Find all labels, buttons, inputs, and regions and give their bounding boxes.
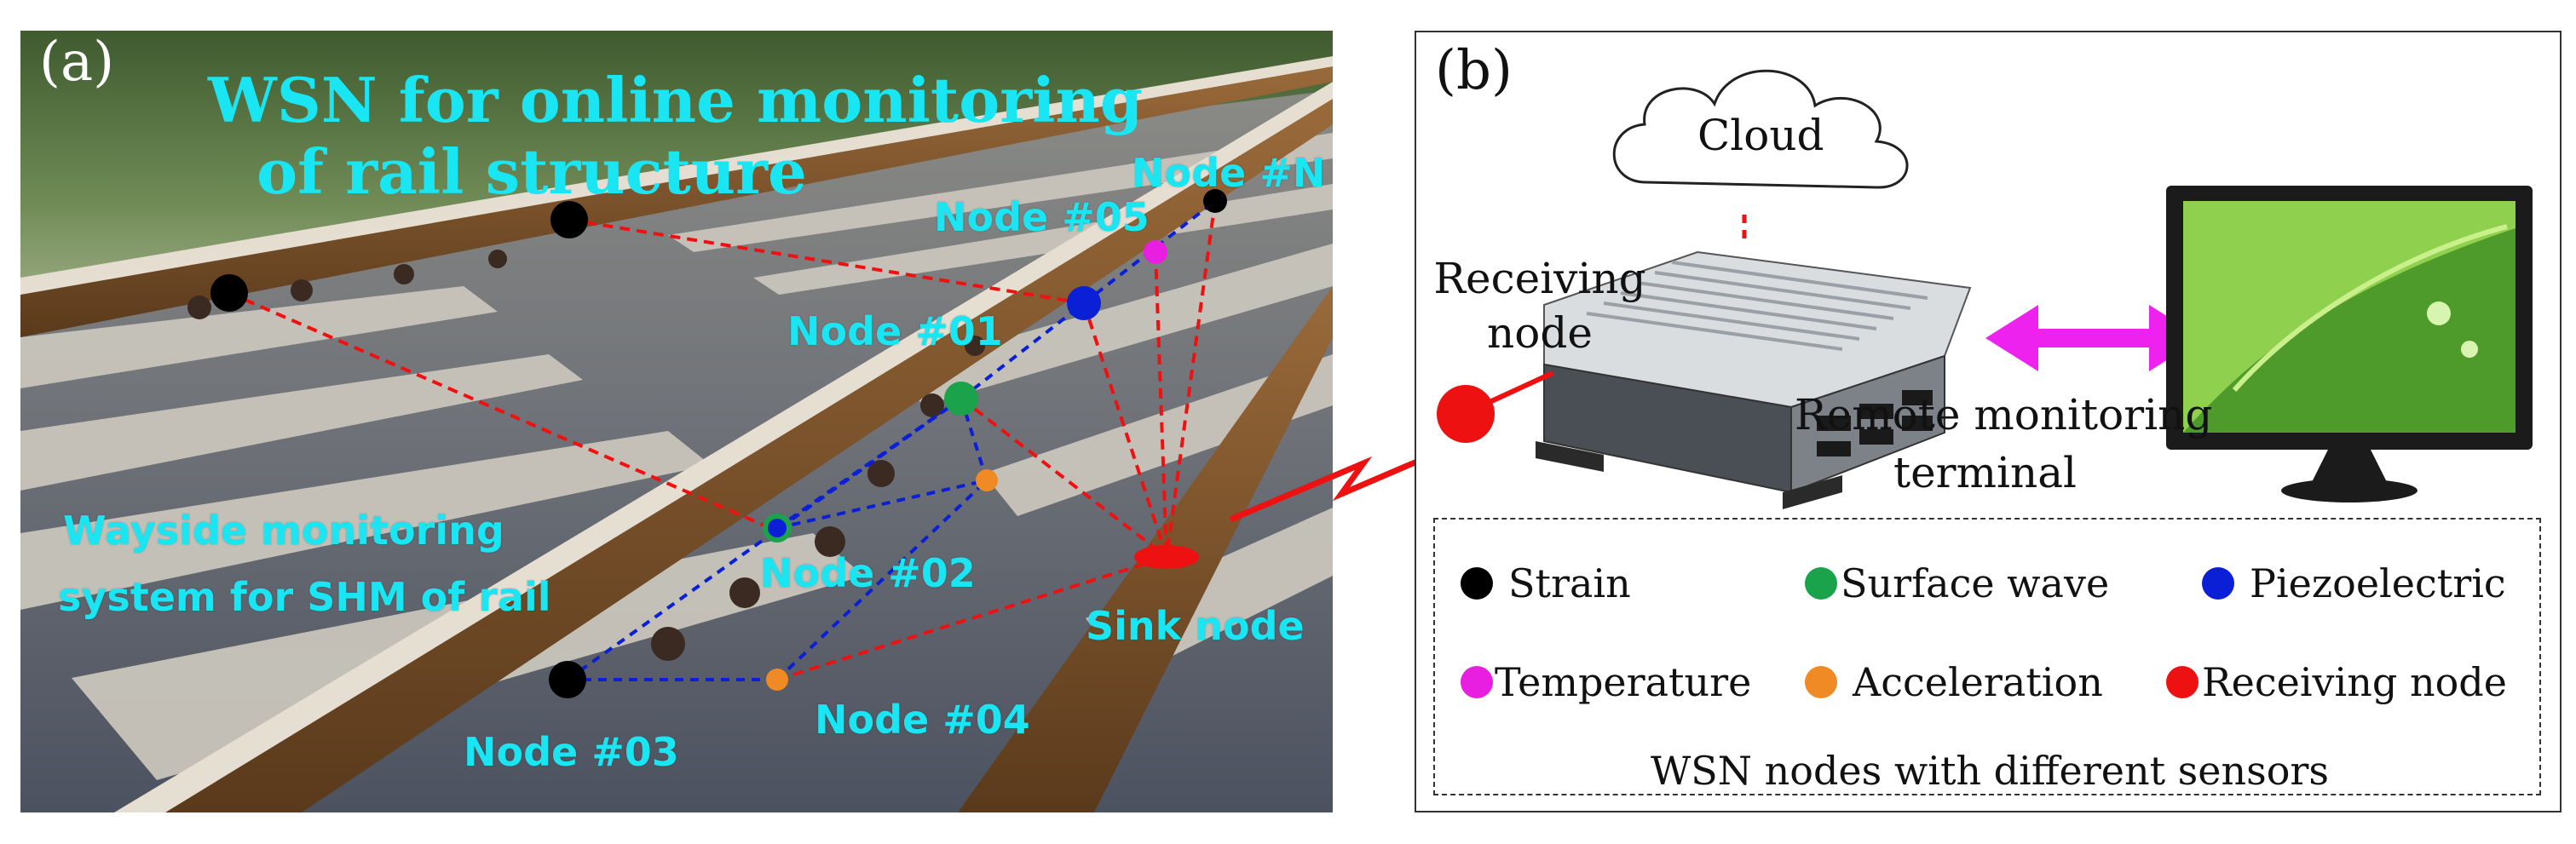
- node-02-label: Node #02: [760, 550, 976, 596]
- panel-b-tag: (b): [1435, 39, 1513, 102]
- panel-a-title-line2: of rail structure: [256, 135, 807, 208]
- terminal-label-line2: terminal: [1893, 448, 2077, 497]
- legend-temperature-text: Temperature: [1495, 659, 1752, 705]
- blue-links: [566, 199, 1217, 681]
- legend-surface-wave: Surface wave: [1805, 560, 2109, 606]
- legend-surface-wave-text: Surface wave: [1841, 560, 2110, 606]
- legend-acceleration-text: Acceleration: [1853, 659, 2103, 705]
- legend-receiving-node: Receiving node: [2166, 659, 2507, 705]
- panel-a-tag: (a): [39, 31, 115, 94]
- legend-strain-text: Strain: [1508, 560, 1631, 606]
- acceleration-node-04: [766, 669, 788, 691]
- acceleration-dot-icon: [1805, 666, 1837, 698]
- legend-receiving-text: Receiving node: [2202, 659, 2507, 705]
- strain-node-1: [210, 274, 248, 312]
- legend-piezoelectric: Piezoelectric: [2202, 560, 2506, 606]
- legend-acceleration: Acceleration: [1805, 659, 2103, 705]
- surface-wave-dot-icon: [1805, 567, 1837, 600]
- panel-a-rail-photo: (a) WSN for online monitoring of rail st…: [20, 31, 1333, 812]
- surface-wave-node-01: [944, 382, 978, 416]
- strain-node-2: [550, 201, 588, 238]
- receiving-label-line1: Receiving: [1433, 254, 1646, 303]
- red-links: [228, 200, 1217, 681]
- receiving-dot-icon: [2166, 666, 2199, 698]
- cloud-label: Cloud: [1697, 111, 1824, 160]
- acceleration-node-1: [976, 469, 998, 491]
- node-03-label: Node #03: [464, 729, 679, 775]
- node-n-label: Node #N: [1132, 150, 1326, 196]
- receiving-label-line2: node: [1487, 308, 1593, 358]
- legend-temperature: Temperature: [1461, 659, 1751, 705]
- node-04-label: Node #04: [815, 697, 1030, 743]
- temperature-node-05: [1144, 240, 1167, 264]
- sensor-legend: Strain Surface wave Piezoelectric Temper…: [1433, 518, 2541, 795]
- receiving-computer: [1536, 250, 1972, 509]
- temperature-dot-icon: [1461, 666, 1493, 698]
- legend-piezoelectric-text: Piezoelectric: [2250, 560, 2506, 606]
- panel-a-title-line1: WSN for online monitoring: [208, 64, 1144, 136]
- piezoelectric-node-05: [1067, 286, 1101, 320]
- cloud-shape: [1612, 69, 1909, 189]
- panel-b-system: (b) Cloud Receiving node Remote monitori…: [1415, 31, 2562, 812]
- monitor: [2166, 186, 2533, 502]
- node-01-label: Node #01: [787, 308, 1003, 354]
- receiving-node-dot: [1437, 385, 1495, 443]
- strain-dot-icon: [1461, 567, 1493, 600]
- panel-b-graphics: [1437, 69, 2533, 509]
- piezoelectric-dot-icon: [2202, 567, 2234, 600]
- rail-scene: [20, 31, 1333, 812]
- sink-node-marker: [1134, 545, 1199, 569]
- legend-strain: Strain: [1461, 560, 1631, 606]
- terminal-label-line1: Remote monitoring: [1795, 390, 2213, 439]
- sink-node-label: Sink node: [1086, 603, 1305, 649]
- node-05-label: Node #05: [934, 194, 1150, 240]
- wayside-label-line1: Wayside monitoring: [63, 508, 504, 554]
- strain-node-03: [549, 661, 586, 698]
- piezoelectric-node-02: [768, 519, 787, 537]
- strain-node-n: [1203, 189, 1227, 213]
- legend-caption: WSN nodes with different sensors: [1650, 748, 2330, 794]
- wayside-label-line2: system for SHM of rail: [58, 574, 551, 620]
